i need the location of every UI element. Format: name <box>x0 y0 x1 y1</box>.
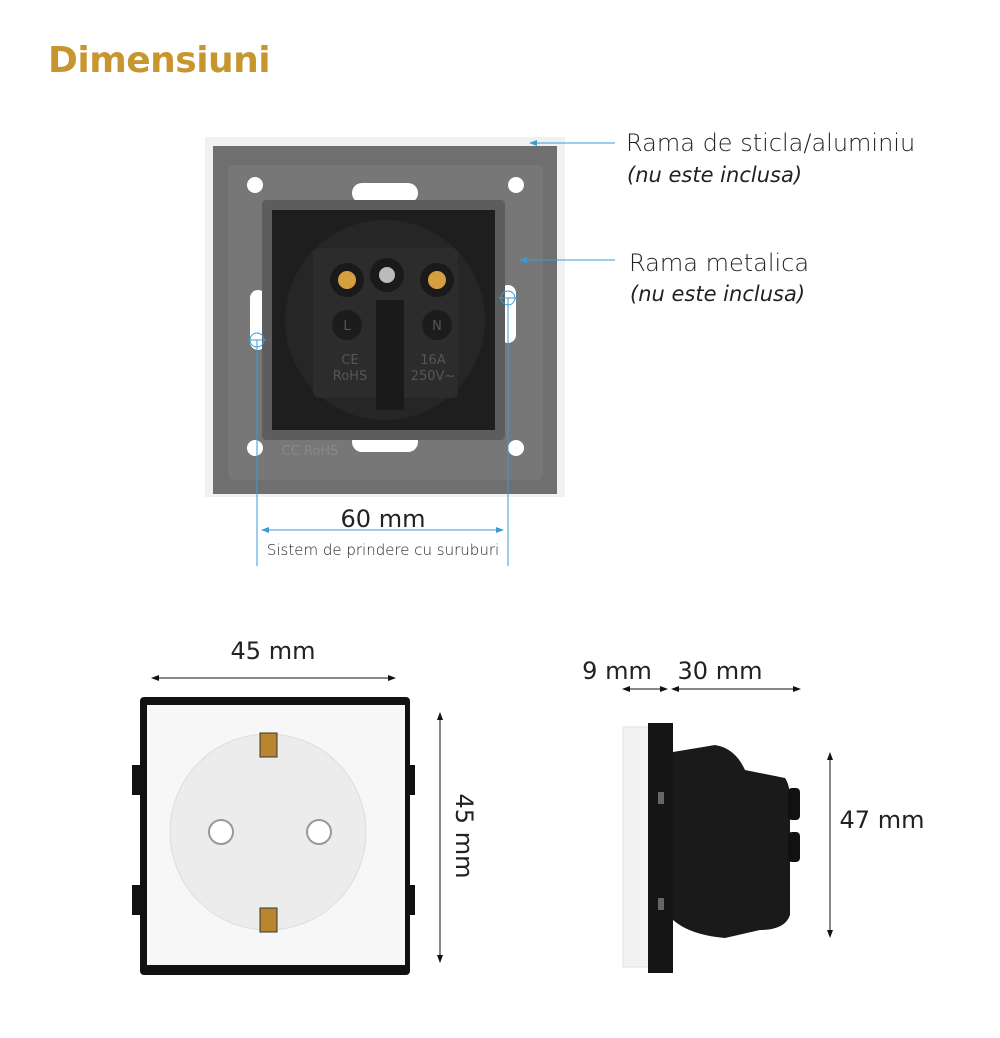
svg-text:45 mm: 45 mm <box>450 794 478 879</box>
back-view-photo: L N CE RoHS 16A 250V~ CC RoHS <box>205 137 565 497</box>
screw-terminal-n <box>428 271 446 289</box>
label-n: N <box>432 319 442 334</box>
svg-text:9 mm: 9 mm <box>582 657 652 685</box>
front-height-dimension: 45 mm <box>437 712 478 963</box>
svg-text:(nu este inclusa): (nu este inclusa) <box>630 282 805 306</box>
screw-terminal-l <box>338 271 356 289</box>
label-voltage: 250V~ <box>411 369 456 384</box>
label-rating: 16A <box>420 353 446 368</box>
mount-dimension: 60 mm Sistem de prindere cu suruburi <box>248 290 517 566</box>
side-depth-dimension: 9 mm 30 mm <box>582 657 801 692</box>
screw-terminal-earth <box>379 267 395 283</box>
side-height-dimension: 47 mm <box>827 752 925 938</box>
svg-text:45 mm: 45 mm <box>231 637 316 665</box>
pin-hole-left <box>208 819 234 845</box>
page-title: Dimensiuni <box>48 40 271 81</box>
callout-glass-frame: Rama de sticla/aluminiu (nu este inclusa… <box>529 129 915 187</box>
earth-clip-top <box>259 732 278 758</box>
callout-metal-frame: Rama metalica (nu este inclusa) <box>519 249 809 306</box>
pin-hole-right <box>306 819 332 845</box>
label-rohs: RoHS <box>333 369 367 384</box>
label-ce: CE <box>341 353 358 368</box>
mount-caption: Sistem de prindere cu suruburi <box>267 541 499 559</box>
earth-clip-bottom <box>259 907 278 933</box>
svg-text:30 mm: 30 mm <box>678 657 763 685</box>
svg-text:47 mm: 47 mm <box>840 806 925 834</box>
front-width-dimension: 45 mm <box>151 637 396 681</box>
label-l: L <box>343 319 351 334</box>
svg-text:Rama metalica: Rama metalica <box>629 249 809 277</box>
svg-text:(nu este inclusa): (nu este inclusa) <box>627 163 802 187</box>
mount-distance-label: 60 mm <box>341 505 426 533</box>
front-view-photo <box>132 697 415 975</box>
side-view-photo <box>622 723 800 973</box>
frame-marking: CC RoHS <box>282 444 339 459</box>
svg-text:Rama de sticla/aluminiu: Rama de sticla/aluminiu <box>626 129 915 157</box>
